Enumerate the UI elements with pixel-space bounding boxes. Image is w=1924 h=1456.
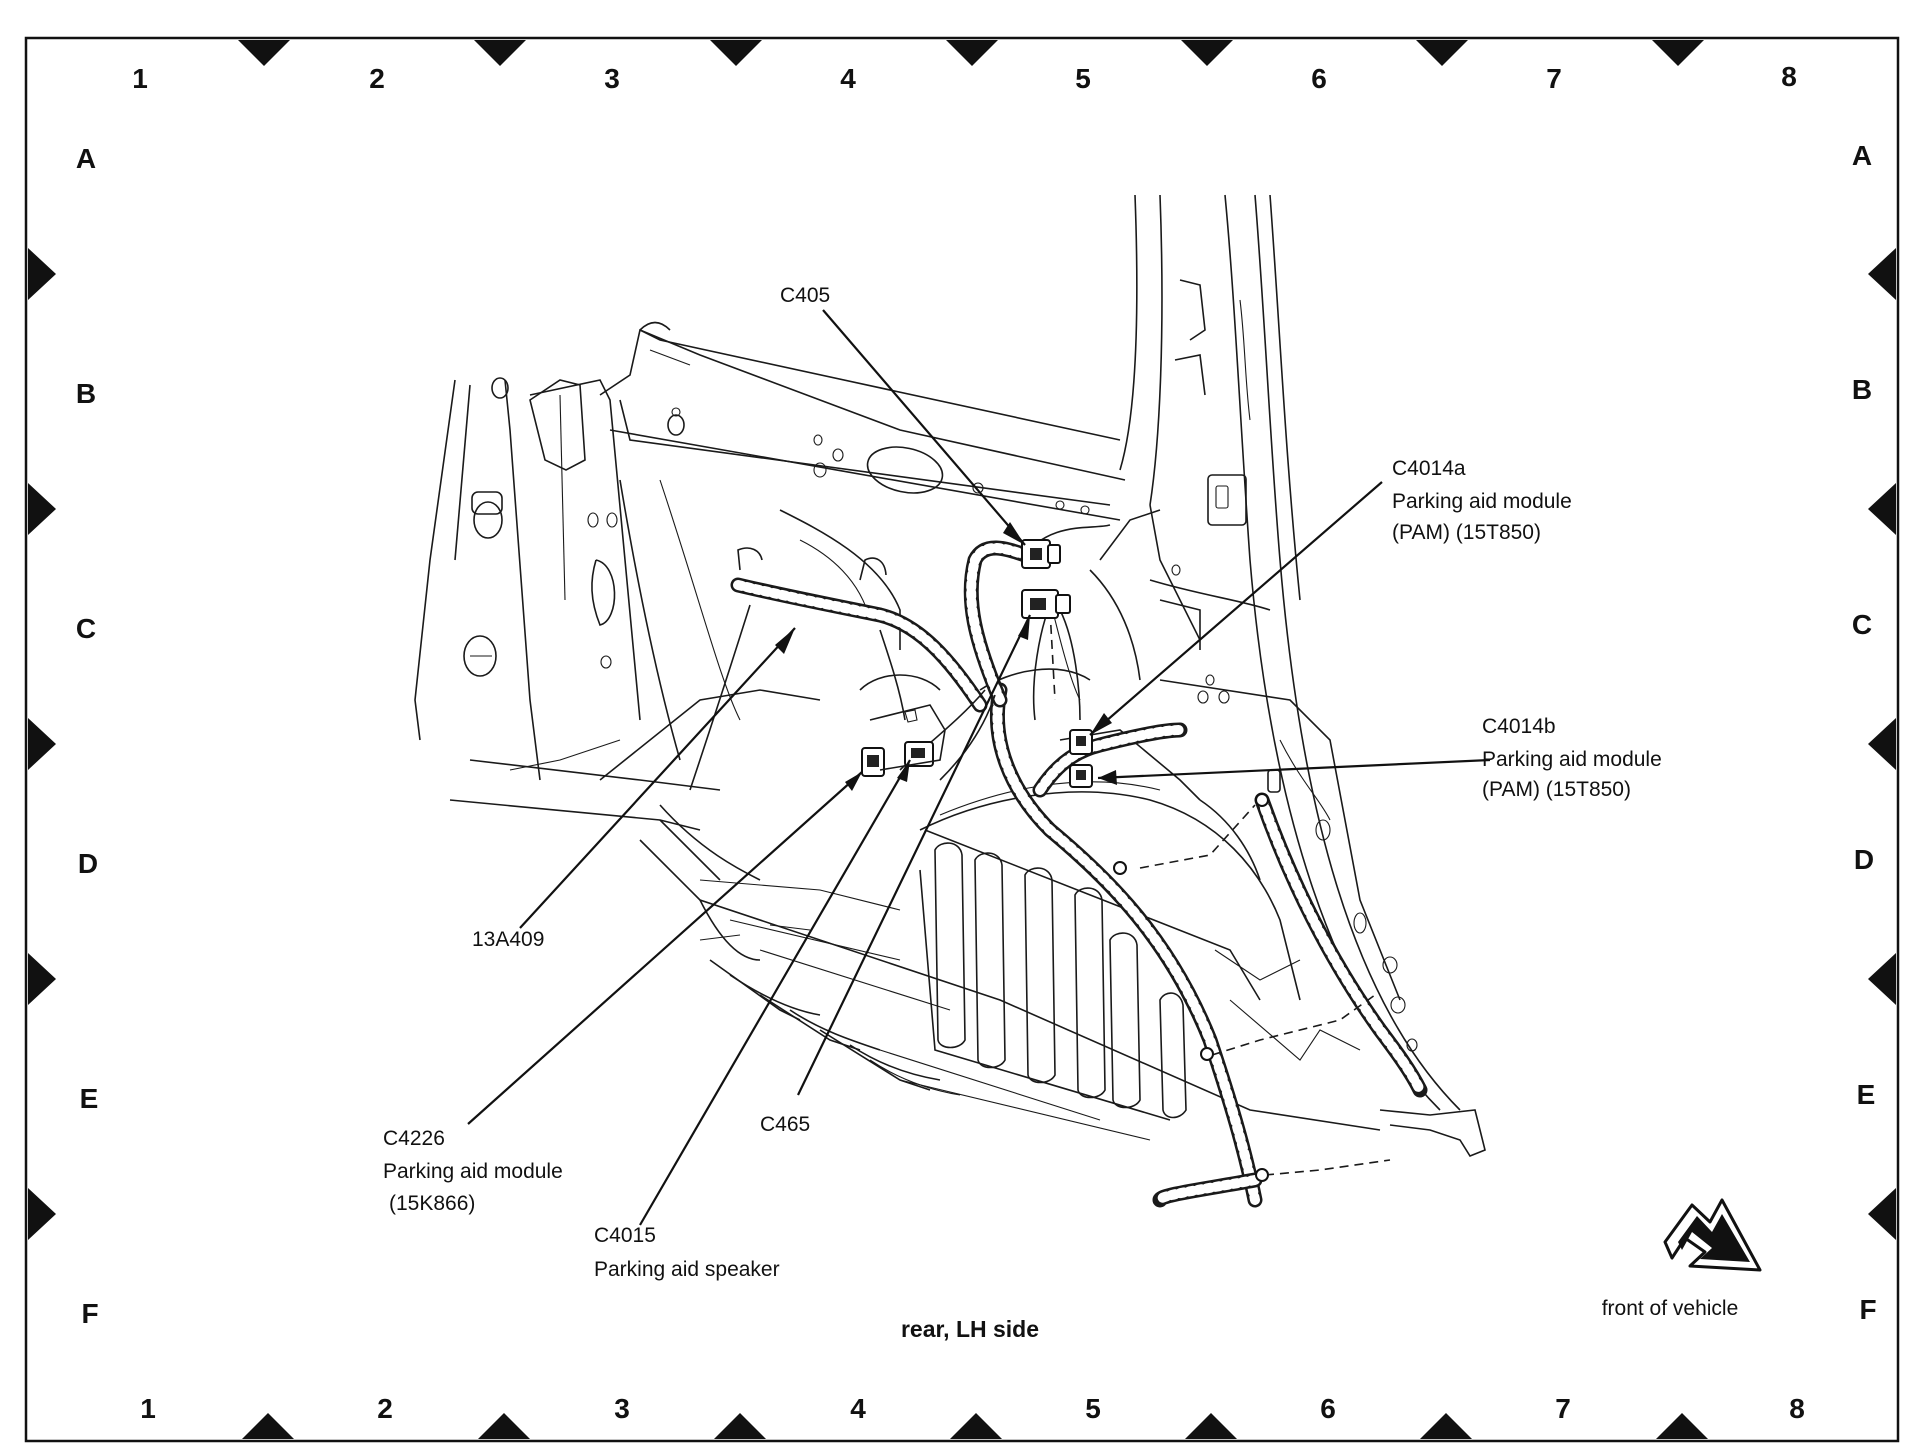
grid-row-left-b: B [76,378,96,409]
callout-c4014a-line2: (PAM) (15T850) [1392,521,1541,544]
diagram-frame [24,36,1900,1443]
grid-row-left-e: E [80,1083,99,1114]
leader-c465 [797,614,1031,1096]
connector-c405 [1021,539,1061,569]
callout-c405-id: C405 [780,284,830,307]
callout-c4014a-line1: Parking aid module [1392,490,1572,513]
callout-c4226: C4226 Parking aid module (15K866) [383,1127,563,1215]
leader-13a409 [519,627,796,929]
callout-c4014b: C4014b Parking aid module (PAM) (15T850) [1482,715,1662,801]
grid-col-top-2: 2 [369,63,385,94]
callout-13a409-id: 13A409 [472,928,544,951]
front-of-vehicle-label: front of vehicle [1602,1297,1739,1320]
callout-c4015-line1: Parking aid speaker [594,1258,780,1281]
grid-col-top-1: 1 [132,63,148,94]
front-arrow-icon [1663,1198,1762,1272]
connector-c4014b [1069,764,1093,788]
grid-columns-bottom: 1 2 3 4 5 6 7 8 [140,1393,1805,1424]
grid-row-right-f: F [1859,1294,1876,1325]
callout-c4014b-id: C4014b [1482,715,1556,738]
grid-col-top-5: 5 [1075,63,1091,94]
leader-c405 [822,309,1026,546]
diagram-caption: rear, LH side [901,1316,1039,1342]
grid-row-right-a: A [1852,140,1872,171]
grid-col-bottom-4: 4 [850,1393,866,1424]
front-of-vehicle-indicator: front of vehicle [1602,1198,1762,1320]
bracket-module-mount [869,704,946,771]
grid-col-top-8: 8 [1781,61,1797,92]
grid-col-bottom-8: 8 [1789,1393,1805,1424]
leader-c4014a [1089,481,1383,736]
connector-c465 [1021,589,1071,619]
vehicle-body-illustration [414,194,1486,1157]
callout-c4226-line2: (15K866) [389,1192,475,1215]
callout-c4226-line1: Parking aid module [383,1160,563,1183]
grid-row-left-c: C [76,613,96,644]
grid-col-top-7: 7 [1546,63,1562,94]
callout-c465-id: C465 [760,1113,810,1136]
leader-lines [467,309,1491,1226]
harness-clips [1113,793,1269,1182]
grid-col-top-4: 4 [840,63,856,94]
callout-c4014b-line1: Parking aid module [1482,748,1662,771]
leader-arrowheads [775,522,1117,791]
callout-c4226-id: C4226 [383,1127,445,1150]
callout-c405: C405 [780,284,830,307]
grid-col-bottom-6: 6 [1320,1393,1336,1424]
grid-markers [28,40,1896,1439]
grid-col-bottom-1: 1 [140,1393,156,1424]
leader-c4226 [467,771,863,1125]
connectors [861,539,1269,1182]
callout-c4014b-line2: (PAM) (15T850) [1482,778,1631,801]
grid-col-bottom-3: 3 [614,1393,630,1424]
grid-col-bottom-7: 7 [1555,1393,1571,1424]
grid-row-right-c: C [1852,609,1872,640]
callout-c4014a: C4014a Parking aid module (PAM) (15T850) [1392,457,1572,544]
dashed-routing-lines [1049,609,1391,1176]
leader-c4014b [1097,758,1491,780]
grid-row-left-d: D [78,848,98,879]
callout-c4015: C4015 Parking aid speaker [594,1224,780,1281]
grid-columns-top: 1 2 3 4 5 6 7 8 [132,61,1797,94]
connector-c4226 [861,747,885,777]
callout-c4015-id: C4015 [594,1224,656,1247]
grid-rows-right: A B C D E F [1852,140,1877,1325]
grid-row-right-e: E [1857,1079,1876,1110]
grid-col-top-3: 3 [604,63,620,94]
callout-c4014a-id: C4014a [1392,457,1466,480]
floor-ribs [699,924,961,1096]
grid-rows-left: A B C D E F [76,143,99,1329]
wiring-harness-13a409 [689,509,1428,1208]
grid-row-right-d: D [1854,844,1874,875]
callout-c465: C465 [760,1113,810,1136]
connector-c4015 [904,741,934,767]
grid-col-bottom-5: 5 [1085,1393,1101,1424]
grid-row-left-a: A [76,143,96,174]
wheel-well-ribs [919,829,1261,1121]
leader-c4015 [639,759,911,1226]
grid-col-bottom-2: 2 [377,1393,393,1424]
callout-13a409: 13A409 [472,928,544,951]
grid-row-left-f: F [81,1298,98,1329]
connector-c4014a [1069,729,1093,755]
grid-col-top-6: 6 [1311,63,1327,94]
grid-row-right-b: B [1852,374,1872,405]
